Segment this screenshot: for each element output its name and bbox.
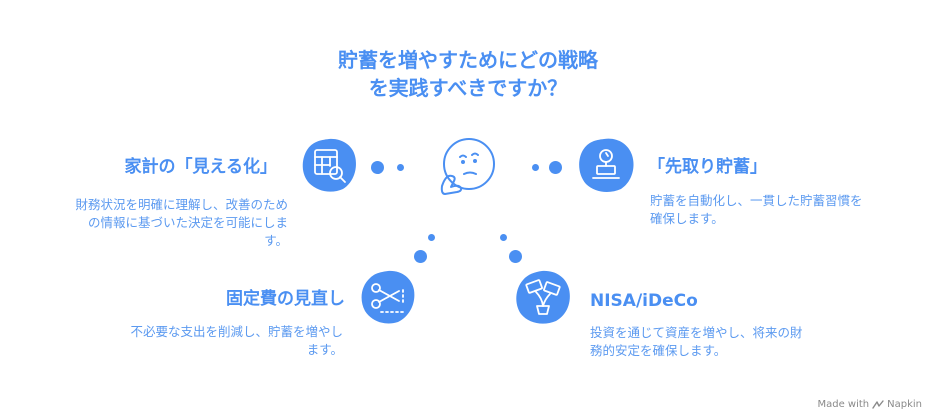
connector-dot	[509, 250, 522, 263]
strategy-heading-advance-saving: 「先取り貯蓄」	[648, 157, 767, 177]
scissors-icon	[361, 270, 415, 324]
thinking-face-icon	[440, 138, 495, 195]
connector-dot	[371, 161, 384, 174]
made-with-footer: Made with Napkin	[817, 398, 922, 412]
title-line-1: 貯蓄を増やすためにどの戦略	[338, 48, 598, 72]
connector-dot	[428, 234, 435, 241]
connector-dot	[532, 164, 539, 171]
money-plant-icon	[516, 270, 570, 324]
strategy-desc-visualization: 財務状況を明確に理解し、改善のため の情報に基づいた決定を可能にしま す。	[75, 197, 288, 248]
diagram-title: 貯蓄を増やすためにどの戦略 を実践すべきですか？	[218, 46, 718, 102]
footer-brand: Napkin	[887, 399, 922, 410]
strategy-heading-visualization: 家計の「見える化」	[124, 157, 278, 177]
strategy-desc-nisa-ideco: 投資を通じて資産を増やし、将来の財 務的安定を確保します。	[590, 325, 803, 358]
connector-dot	[414, 250, 427, 263]
connector-dot	[500, 234, 507, 241]
calculator-search-icon	[302, 138, 356, 192]
connector-dot	[397, 164, 404, 171]
napkin-logo-icon	[872, 400, 884, 409]
title-line-2: を実践すべきですか？	[368, 76, 568, 100]
connector-dot	[549, 161, 562, 174]
strategy-desc-fixed-cost: 不必要な支出を削減し、貯蓄を増やし ます。	[130, 324, 343, 357]
strategy-desc-advance-saving: 貯蓄を自動化し、一貫した貯蓄習慣を 確保します。	[650, 193, 863, 226]
strategy-heading-nisa-ideco: NISA/iDeCo	[590, 291, 698, 311]
strategy-heading-fixed-cost: 固定費の見直し	[226, 289, 345, 309]
footer-text: Made with	[817, 399, 870, 410]
cash-register-icon	[579, 138, 634, 192]
